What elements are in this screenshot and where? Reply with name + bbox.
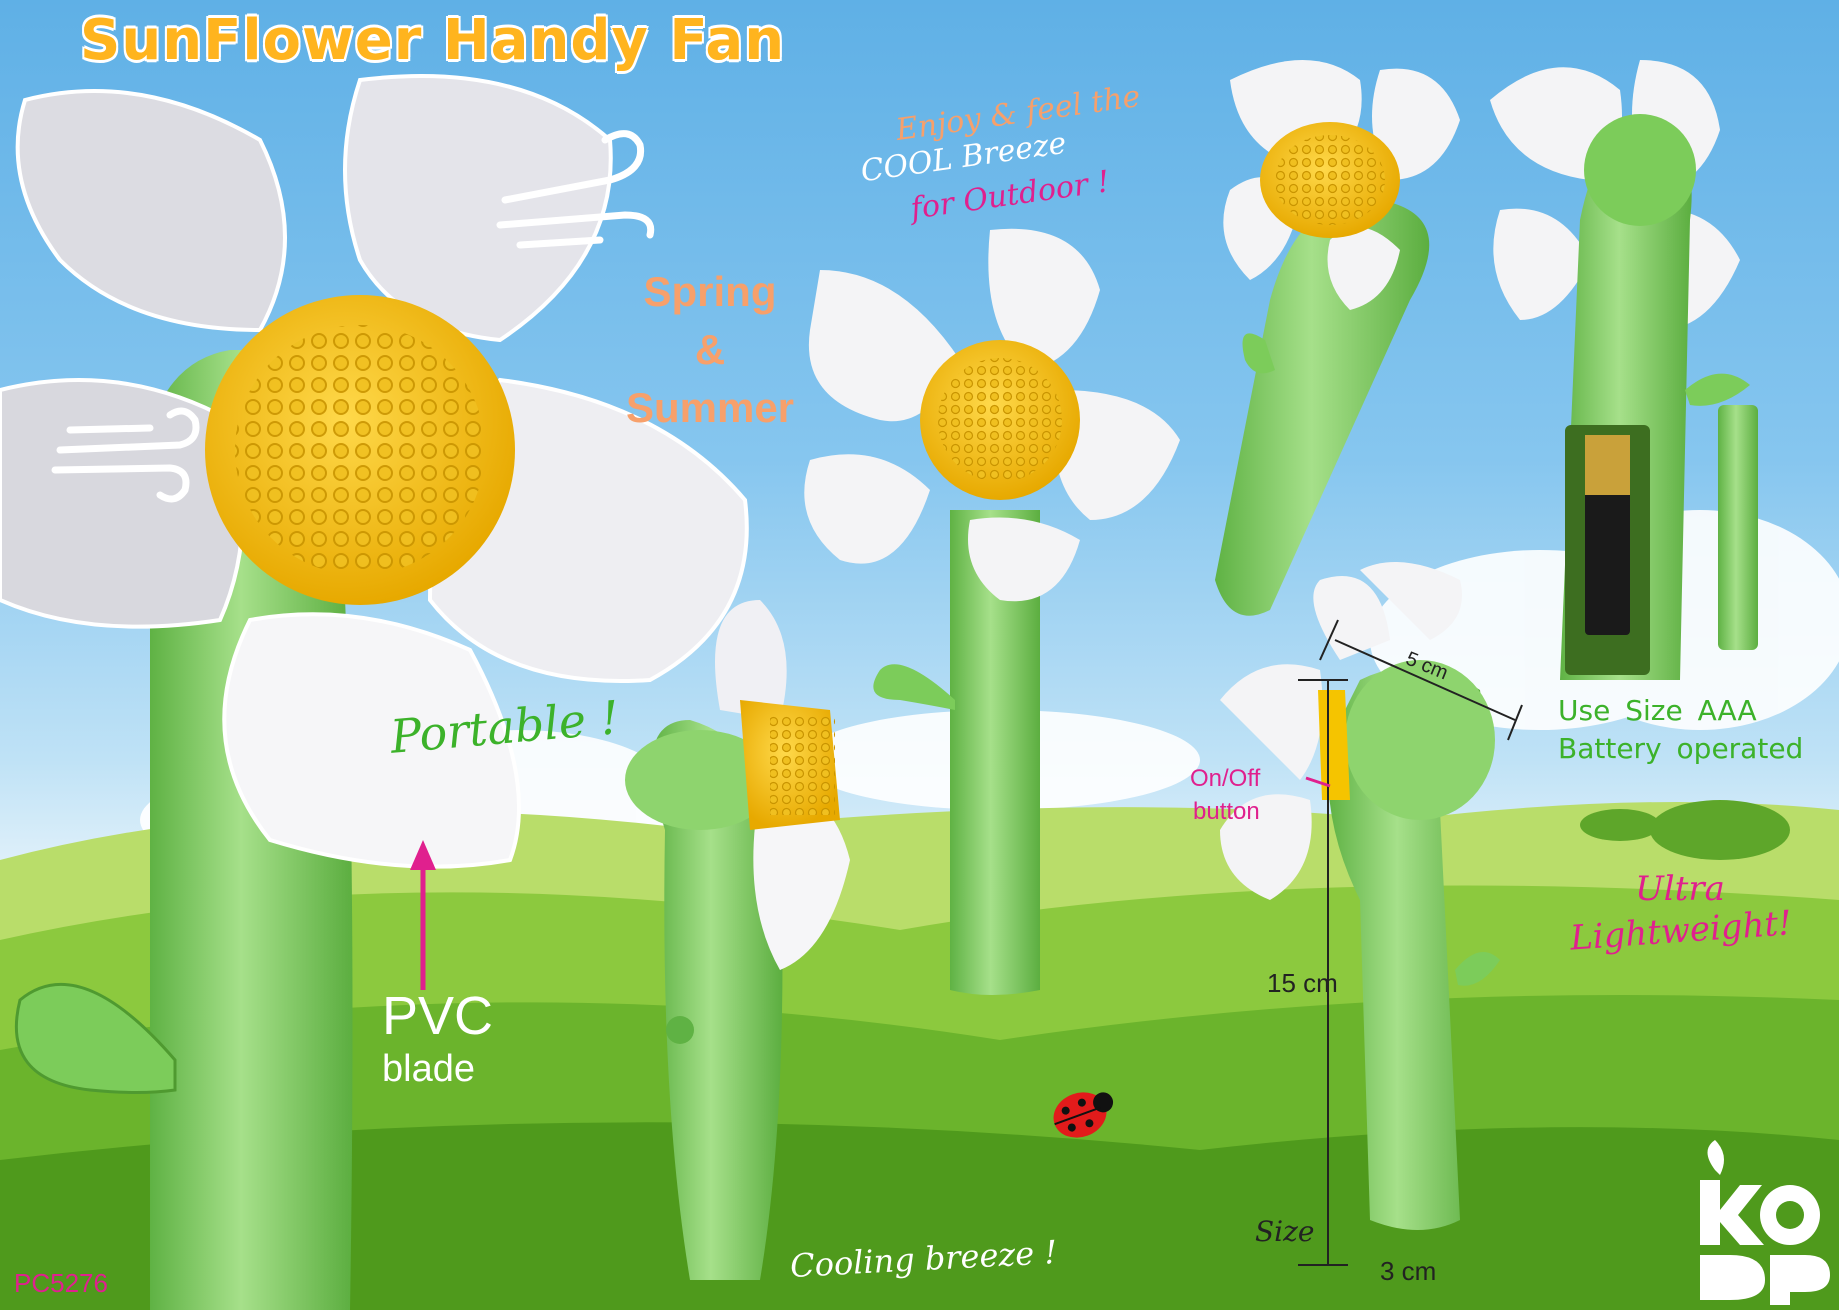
brand-logo [1700,1140,1830,1305]
onoff-label-line1: On/Off [1190,765,1261,792]
onoff-label-line2: button [1193,798,1260,825]
season-ampersand: & [694,326,726,373]
pvc-label: PVC [382,986,494,1046]
base-width-label: 3 cm [1380,1256,1437,1286]
arrow-up-icon [410,840,436,990]
height-label: 15 cm [1267,968,1338,998]
battery-size-label: Use Size AAA [1558,694,1757,727]
side-fan-image [625,600,850,1280]
season-spring: Spring [643,268,777,315]
ultra-label: Ultra [1635,869,1725,909]
product-code: PC5276 [14,1268,108,1298]
dimension-lines [1298,619,1523,1266]
wind-icon [51,130,655,503]
ladybug-icon [1053,1092,1114,1138]
size-label: Size [1255,1215,1315,1248]
season-summer: Summer [625,384,795,431]
page-title: SunFlower Handy Fan [80,8,786,73]
battery-fan-image [1490,60,1758,680]
large-fan-image [0,74,749,1310]
battery-operated-label: Battery operated [1558,732,1804,765]
front-fan-image [804,228,1180,995]
dimension-fan-image [1220,562,1500,1230]
blade-label: blade [382,1048,475,1090]
onoff-pointer [1305,776,1331,788]
angled-fan-image [1215,60,1460,616]
